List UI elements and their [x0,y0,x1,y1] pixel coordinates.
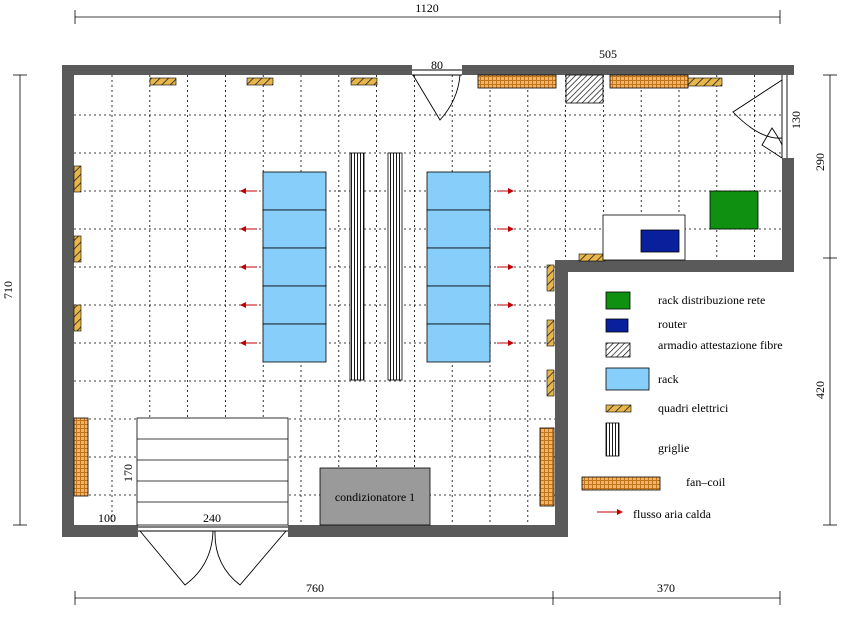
dim-grille-depth: 170 [121,464,135,482]
dim-top-right: 505 [599,47,617,61]
rack-left-3 [262,247,327,287]
dim-right-lower: 420 [813,381,827,399]
main-double-door[interactable] [138,526,288,586]
electrical-panel-8 [546,264,555,292]
dimension-labels: 1120 80 505 760 370 100 240 710 130 290 … [1,1,827,595]
dim-door-width: 240 [203,511,221,525]
electrical-panel-10 [546,369,555,397]
grille-2 [387,152,403,381]
side-door-right[interactable] [732,75,788,159]
dim-top-total: 1120 [415,1,439,15]
legend-swatch-fiber-cabinet [605,342,631,358]
rack-right-2 [426,209,491,249]
fan-coil-right [539,427,555,507]
legend-swatch-fan-coil [581,476,661,491]
electrical-panel-11 [578,253,606,262]
router [640,229,680,253]
rack-right-1 [426,171,491,211]
dim-door-offset: 100 [98,511,116,525]
server-racks [262,171,491,363]
legend-label-network-rack: rack distribuzione rete [658,293,765,307]
dim-door-top: 80 [431,58,443,72]
legend-swatch-router [605,318,629,333]
dim-right-mid: 290 [813,153,827,171]
legend-swatch-rack [605,367,650,391]
electrical-panel-7 [73,304,82,332]
fan-coil-top-2 [609,74,689,89]
floor-grille-area [136,417,289,526]
electrical-panel-2 [246,77,274,86]
grille-1 [349,152,365,381]
network-rack [709,190,759,230]
rack-left-2 [262,209,327,249]
rack-left-4 [262,285,327,325]
rack-right-3 [426,247,491,287]
floor-grid [74,75,782,525]
legend-label-rack: rack [658,372,679,386]
air-conditioner-1 [319,467,431,526]
rack-left-1 [262,171,327,211]
hot-air-arrows [240,188,514,346]
electrical-panel-9 [546,319,555,347]
legend-swatch-network-rack [605,291,631,310]
legend-swatch-grille [605,422,620,457]
legend: rack distribuzione rete router armadio a… [581,291,783,521]
rack-left-5 [262,323,327,363]
fan-coil-left [73,417,89,497]
air-conditioner-1-label: condizionatore 1 [335,490,415,504]
floor-grilles [349,152,403,381]
legend-label-fiber-cabinet: armadio attestazione fibre [658,338,783,352]
dim-right-upper: 130 [789,111,803,129]
electrical-panel-5 [73,165,82,193]
legend-label-hot-air-flow: flusso aria calda [633,507,712,521]
dim-left-height: 710 [1,281,15,299]
legend-label-router: router [658,317,687,331]
legend-label-electrical-panel: quadri elettrici [658,401,729,415]
walls [62,65,794,537]
dim-bottom-right: 370 [657,581,675,595]
dim-bottom-left: 760 [306,581,324,595]
electrical-panel-6 [73,235,82,263]
electrical-panel-3 [350,77,378,86]
fan-coil-top-1 [477,74,557,89]
electrical-panel-1 [149,77,177,86]
fan-coils [73,74,689,507]
fiber-cabinet [565,74,604,104]
rack-right-5 [426,323,491,363]
legend-label-grille: griglie [658,441,689,455]
rack-right-4 [426,285,491,325]
dimension-lines [13,10,837,605]
legend-swatch-electrical-panel [605,404,632,413]
legend-label-fan-coil: fan–coil [686,475,726,489]
entrance-door-top[interactable] [412,69,462,121]
